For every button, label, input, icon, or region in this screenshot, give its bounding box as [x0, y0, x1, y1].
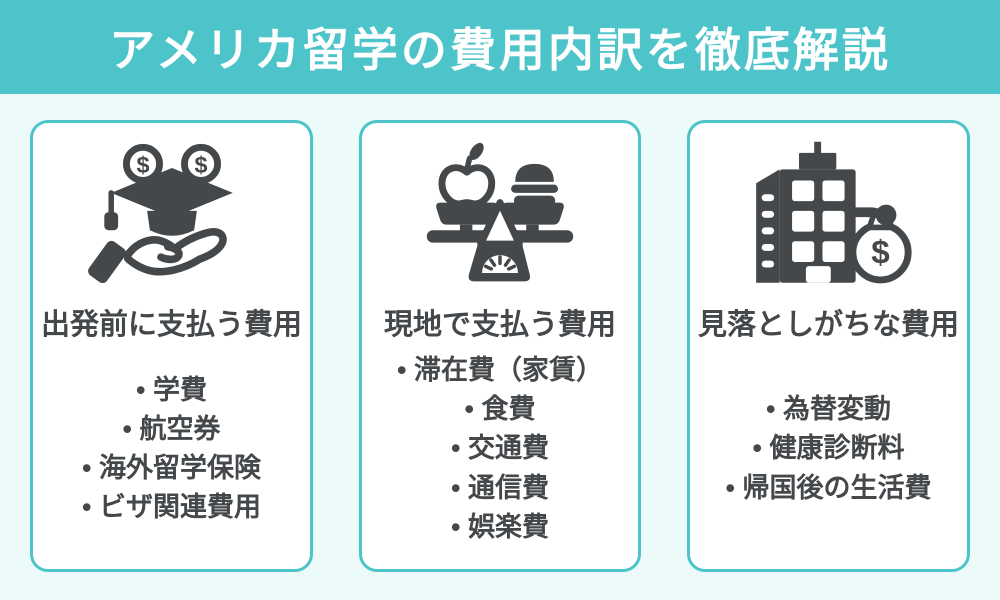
list-item: • 海外留学保険	[82, 453, 261, 483]
card-title: 見落としがちな費用	[697, 309, 959, 341]
building-money-bag-icon: $	[738, 135, 918, 295]
card-local-costs: 現地で支払う費用 • 滞在費（家賃） • 食費 • 交通費 • 通信費 • 娯楽費	[359, 120, 641, 572]
food-balance-scale-icon	[410, 135, 590, 295]
cost-list-local: • 滞在費（家賃） • 食費 • 交通費 • 通信費 • 娯楽費	[397, 343, 603, 555]
card-pre-departure-costs: $ $ 出発前に支払う費用 • 学費 • 航空券 • 海外留学保険 • ビザ関連費用	[30, 120, 314, 572]
cost-list-pre-departure: • 学費 • 航空券 • 海外留学保険 • ビザ関連費用	[82, 343, 261, 555]
list-item: • 帰国後の生活費	[725, 472, 932, 503]
graduation-cap-coins-icon: $ $	[82, 135, 262, 295]
list-item: • 食費	[464, 394, 536, 425]
list-item: • 通信費	[451, 472, 549, 503]
dollar-glyph: $	[872, 234, 890, 271]
list-item: • 交通費	[451, 433, 549, 464]
list-item: • 娯楽費	[451, 511, 549, 542]
list-item: • 滞在費（家賃）	[397, 355, 603, 386]
cost-list-overlooked: • 為替変動 • 健康診断料 • 帰国後の生活費	[726, 343, 932, 555]
list-item: • 為替変動	[766, 394, 891, 425]
list-item: • 航空券	[122, 413, 221, 444]
list-item: • ビザ関連費用	[82, 492, 261, 523]
card-title: 現地で支払う費用	[383, 309, 616, 341]
card-overlooked-costs: $ 見落としがちな費用 • 為替変動 • 健康診断料 • 帰国後の生活費	[686, 120, 970, 572]
card-title: 出発前に支払う費用	[41, 309, 303, 341]
list-item: • 健康診断料	[752, 433, 905, 464]
cards-row: $ $ 出発前に支払う費用 • 学費 • 航空券 • 海外留学保険 • ビザ関連費用	[0, 94, 1000, 572]
header-banner: アメリカ留学の費用内訳を徹底解説	[0, 0, 1000, 94]
list-item: • 学費	[136, 374, 207, 405]
dollar-glyph: $	[194, 152, 207, 178]
page-title: アメリカ留学の費用内訳を徹底解説	[109, 24, 891, 76]
dollar-glyph: $	[136, 152, 149, 178]
